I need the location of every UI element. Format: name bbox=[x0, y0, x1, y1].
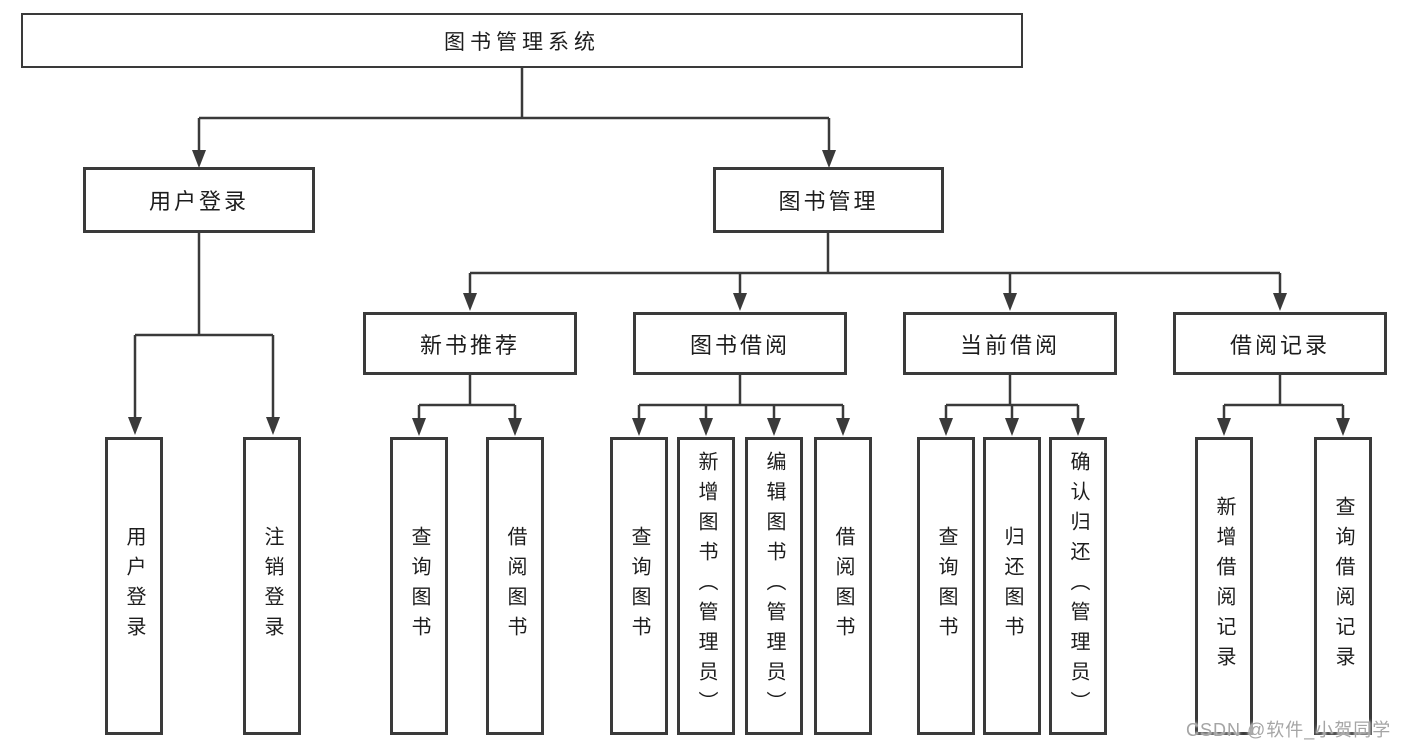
node-label: 用户登录 bbox=[148, 189, 249, 214]
node-label: 图书管理系统 bbox=[444, 30, 600, 54]
node-label: 查询图书 bbox=[408, 526, 430, 646]
leaf-borrow-books-recommend: 借阅图书 bbox=[486, 437, 544, 735]
watermark-text: CSDN @软件_小贺同学 bbox=[1186, 720, 1392, 740]
node-book-borrow: 图书借阅 bbox=[633, 312, 847, 375]
connector-user-login-branch bbox=[133, 233, 275, 419]
node-label: 查询图书 bbox=[628, 526, 650, 646]
node-label: 编辑图书（管理员） bbox=[763, 451, 785, 721]
node-user-login: 用户登录 bbox=[83, 167, 315, 233]
arrow-down-icon bbox=[412, 418, 426, 436]
connector-book-management-branch bbox=[468, 233, 1282, 296]
node-label: 借阅记录 bbox=[1229, 332, 1330, 358]
arrow-down-icon bbox=[508, 418, 522, 436]
leaf-user-login: 用户登录 bbox=[105, 437, 163, 735]
arrow-down-icon bbox=[1217, 418, 1231, 436]
node-label: 用户登录 bbox=[123, 526, 145, 646]
arrow-down-icon bbox=[1336, 418, 1350, 436]
node-current-borrow: 当前借阅 bbox=[903, 312, 1117, 375]
arrow-down-icon bbox=[1273, 293, 1287, 311]
arrow-down-icon bbox=[1071, 418, 1085, 436]
leaf-query-books-borrow: 查询图书 bbox=[610, 437, 668, 735]
leaf-edit-book-admin: 编辑图书（管理员） bbox=[745, 437, 803, 735]
node-label: 新增借阅记录 bbox=[1213, 496, 1235, 676]
arrow-down-icon bbox=[463, 293, 477, 311]
arrow-down-icon bbox=[699, 418, 713, 436]
leaf-return-book: 归还图书 bbox=[983, 437, 1041, 735]
leaf-add-borrow-record: 新增借阅记录 bbox=[1195, 437, 1253, 735]
node-new-book-recommend: 新书推荐 bbox=[363, 312, 577, 375]
connector-borrow-record-branch bbox=[1222, 375, 1345, 420]
leaf-query-books-recommend: 查询图书 bbox=[390, 437, 448, 735]
arrow-down-icon bbox=[1005, 418, 1019, 436]
node-borrow-records: 借阅记录 bbox=[1173, 312, 1387, 375]
arrow-down-icon bbox=[939, 418, 953, 436]
arrow-down-icon bbox=[266, 417, 280, 435]
leaf-logout: 注销登录 bbox=[243, 437, 301, 735]
connector-root-branch bbox=[197, 68, 831, 152]
arrowheads bbox=[128, 150, 1350, 436]
arrow-down-icon bbox=[1003, 293, 1017, 311]
arrow-down-icon bbox=[192, 150, 206, 168]
arrow-down-icon bbox=[632, 418, 646, 436]
leaf-query-books-current: 查询图书 bbox=[917, 437, 975, 735]
node-label: 新增图书（管理员） bbox=[695, 451, 717, 721]
node-label: 注销登录 bbox=[261, 526, 283, 646]
leaf-borrow-books: 借阅图书 bbox=[814, 437, 872, 735]
arrow-down-icon bbox=[836, 418, 850, 436]
connector-book-borrow-branch bbox=[637, 375, 845, 420]
node-library-management-system: 图书管理系统 bbox=[21, 13, 1023, 68]
node-label: 新书推荐 bbox=[419, 332, 520, 358]
node-label: 借阅图书 bbox=[832, 526, 854, 646]
connector-new-book-branch bbox=[417, 375, 517, 420]
leaf-query-borrow-record: 查询借阅记录 bbox=[1314, 437, 1372, 735]
leaf-add-book-admin: 新增图书（管理员） bbox=[677, 437, 735, 735]
node-label: 查询图书 bbox=[935, 526, 957, 646]
node-label: 确认归还（管理员） bbox=[1067, 451, 1089, 721]
arrow-down-icon bbox=[822, 150, 836, 168]
node-label: 图书管理 bbox=[778, 189, 879, 214]
leaf-confirm-return-admin: 确认归还（管理员） bbox=[1049, 437, 1107, 735]
arrow-down-icon bbox=[128, 417, 142, 435]
arrow-down-icon bbox=[767, 418, 781, 436]
node-label: 借阅图书 bbox=[504, 526, 526, 646]
node-label: 查询借阅记录 bbox=[1332, 496, 1354, 676]
node-label: 当前借阅 bbox=[959, 332, 1060, 358]
arrow-down-icon bbox=[733, 293, 747, 311]
node-book-management: 图书管理 bbox=[713, 167, 944, 233]
connector-current-borrow-branch bbox=[944, 375, 1080, 420]
node-label: 归还图书 bbox=[1001, 526, 1023, 646]
node-label: 图书借阅 bbox=[689, 332, 790, 358]
